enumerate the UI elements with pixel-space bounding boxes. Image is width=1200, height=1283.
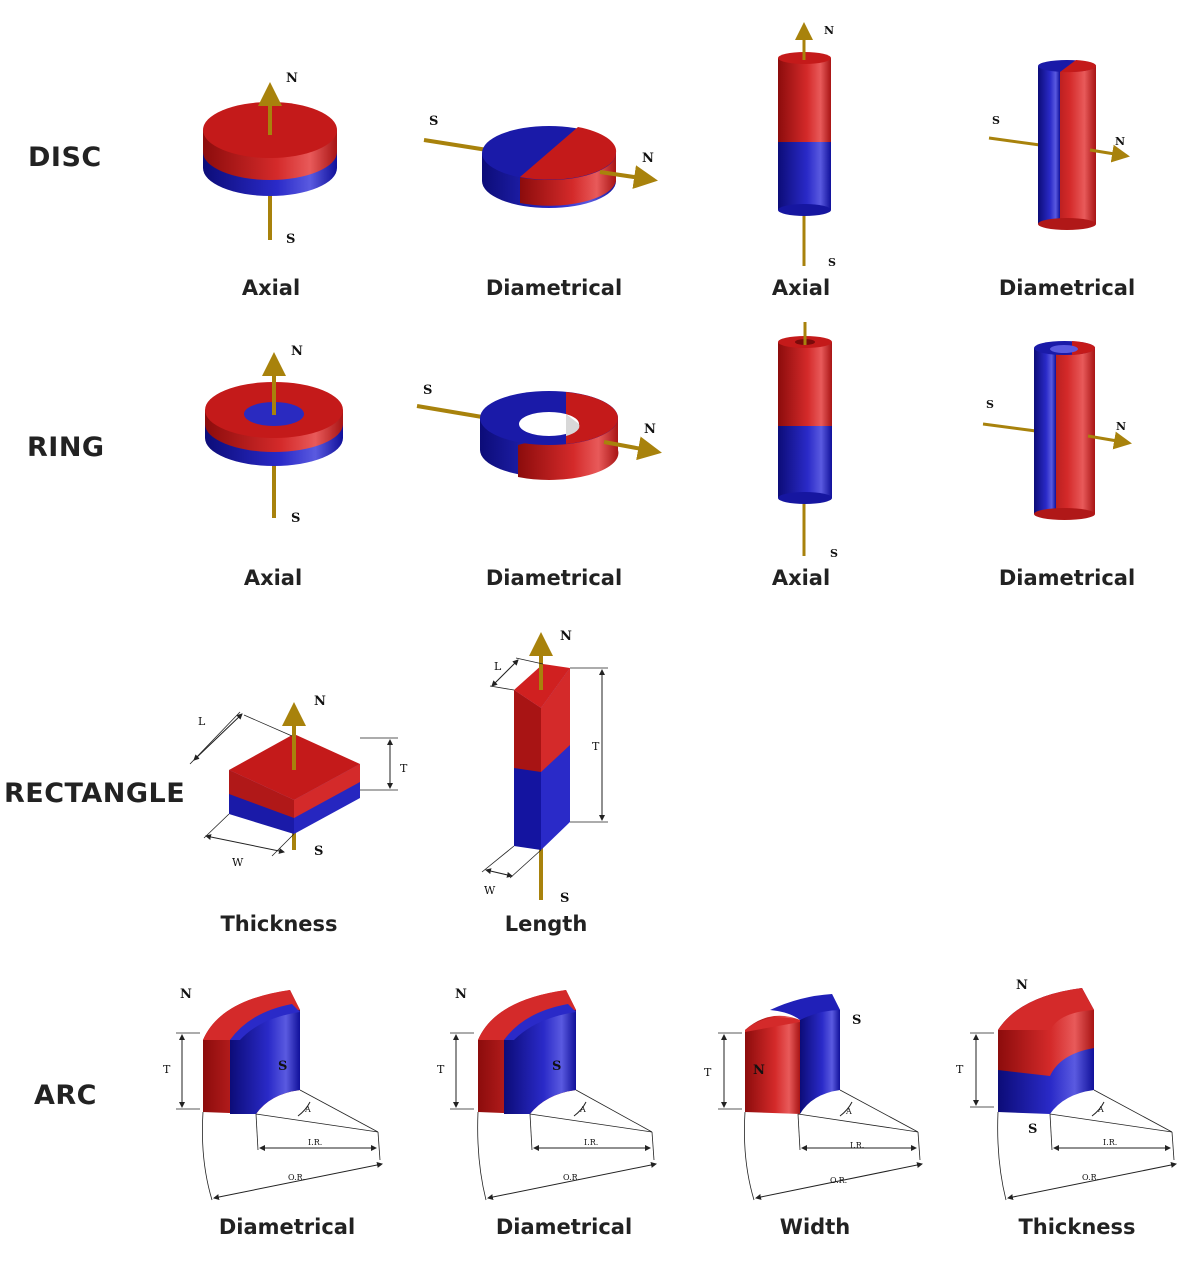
ring-diametrical-figure: S N <box>416 383 662 480</box>
rect-length-length-label: L <box>494 660 502 673</box>
arc-thickness-figure: N S T A I.R. O.R. <box>956 978 1177 1201</box>
arc-diametrical-2-figure: N S T A I.R. O.R. <box>437 987 657 1201</box>
rect-thickness-figure: L T W N S <box>189 694 408 869</box>
arc-4-or-label: O.R. <box>1082 1173 1099 1182</box>
caption-ring-diametrical: Diametrical <box>485 566 623 590</box>
arc-1-ir-label: I.R. <box>308 1138 322 1147</box>
arc-3-t-label: T <box>704 1066 712 1079</box>
caption-disc-axial: Axial <box>241 276 301 300</box>
arc-2-south-label: S <box>552 1059 561 1074</box>
arc-3-ir-label: I.R. <box>850 1141 864 1150</box>
caption-rect-thickness: Thickness <box>220 912 338 936</box>
arc-3-south-label: S <box>852 1013 861 1028</box>
arc-3-or-label: O.R. <box>830 1176 847 1185</box>
disc-diametrical-figure: S N <box>423 114 658 208</box>
arc-2-t-label: T <box>437 1063 445 1076</box>
arc-1-or-label: O.R. <box>288 1173 305 1182</box>
tube-diametrical-south-label: S <box>986 398 994 411</box>
caption-ring-tube-axial: Axial <box>771 566 831 590</box>
arc-1-south-label: S <box>278 1059 287 1074</box>
caption-ring-tube-diametrical: Diametrical <box>998 566 1136 590</box>
caption-rect-length: Length <box>504 912 588 936</box>
arc-4-south-label: S <box>1028 1122 1037 1137</box>
tube-diametrical-figure: S N <box>982 341 1132 520</box>
cylinder-axial-north-label: N <box>824 24 834 37</box>
caption-ring-axial: Axial <box>243 566 303 590</box>
arc-diametrical-1-figure: N S T A I.R. O.R. <box>163 987 383 1201</box>
caption-arc-width: Width <box>779 1215 851 1239</box>
cylinder-diametrical-south-label: S <box>992 114 1000 127</box>
cylinder-axial-south-label: S <box>828 256 836 269</box>
row-title-arc: ARC <box>34 1080 98 1111</box>
disc-diametrical-north-label: N <box>642 151 654 166</box>
ring-diametrical-north-label: N <box>644 422 656 437</box>
arc-1-north-label: N <box>180 987 192 1002</box>
caption-disc-cylinder-diametrical: Diametrical <box>998 276 1136 300</box>
tube-diametrical-north-label: N <box>1116 420 1126 433</box>
rect-thickness-width-label: W <box>232 856 244 869</box>
disc-axial-north-label: N <box>286 71 298 86</box>
arc-2-or-label: O.R. <box>563 1173 580 1182</box>
rect-length-figure: L T W N S <box>481 629 608 906</box>
tube-axial-south-label: S <box>830 547 838 560</box>
arc-2-angle-label: A <box>579 1105 586 1114</box>
caption-arc-thickness: Thickness <box>1018 1215 1136 1239</box>
ring-axial-north-label: N <box>291 344 303 359</box>
rect-thickness-length-label: L <box>198 715 206 728</box>
arc-4-north-label: N <box>1016 978 1028 993</box>
disc-axial-south-label: S <box>286 232 295 247</box>
cylinder-diametrical-north-label: N <box>1115 135 1125 148</box>
rect-length-t-label: T <box>592 740 600 753</box>
arc-3-angle-label: A <box>845 1107 852 1116</box>
disc-axial-figure: N S <box>203 71 337 247</box>
cylinder-axial-figure: N S <box>778 22 836 269</box>
arc-2-north-label: N <box>455 987 467 1002</box>
caption-disc-diametrical: Diametrical <box>485 276 623 300</box>
caption-arc-diametrical-2: Diametrical <box>495 1215 633 1239</box>
rect-length-north-label: N <box>560 629 572 644</box>
rect-length-south-label: S <box>560 891 569 906</box>
arc-4-angle-label: A <box>1097 1105 1104 1114</box>
ring-diametrical-south-label: S <box>423 383 432 398</box>
rect-thickness-south-label: S <box>314 844 323 859</box>
rect-thickness-t-label: T <box>400 762 408 775</box>
disc-diametrical-south-label: S <box>429 114 438 129</box>
row-title-rectangle: RECTANGLE <box>4 778 186 809</box>
rect-length-width-label: W <box>484 884 496 897</box>
arc-3-north-label: N <box>753 1063 765 1078</box>
arc-4-t-label: T <box>956 1063 964 1076</box>
arc-2-ir-label: I.R. <box>584 1138 598 1147</box>
arc-1-t-label: T <box>163 1063 171 1076</box>
arc-width-figure: N S T A I.R. O.R. <box>704 994 923 1201</box>
ring-axial-south-label: S <box>291 511 300 526</box>
arc-1-angle-label: A <box>304 1105 311 1114</box>
rect-thickness-north-label: N <box>314 694 326 709</box>
caption-arc-diametrical-1: Diametrical <box>218 1215 356 1239</box>
caption-disc-cylinder-axial: Axial <box>771 276 831 300</box>
cylinder-diametrical-figure: S N <box>988 60 1130 230</box>
ring-axial-figure: N S <box>205 344 343 526</box>
row-title-disc: DISC <box>28 142 102 173</box>
tube-axial-figure: S <box>778 322 838 560</box>
arc-4-ir-label: I.R. <box>1103 1138 1117 1147</box>
row-title-ring: RING <box>27 432 105 463</box>
